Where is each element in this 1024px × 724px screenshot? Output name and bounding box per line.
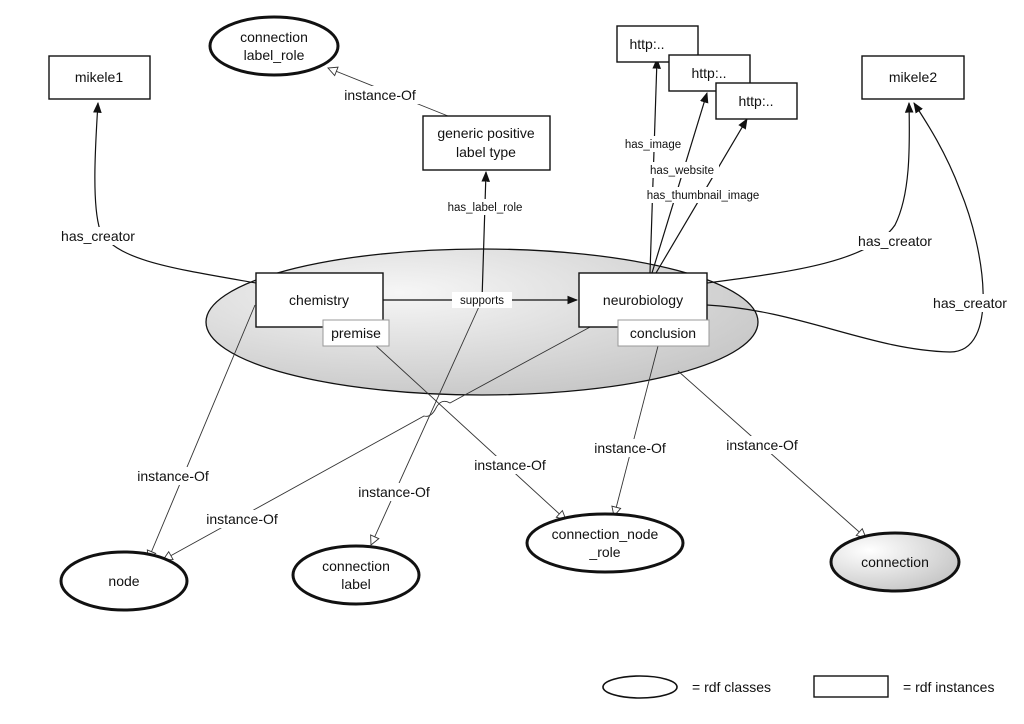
svg-text:connection: connection — [240, 29, 308, 45]
edge-instance-of-connection — [677, 370, 866, 538]
edge-instance-of-premise — [374, 344, 566, 520]
svg-text:conclusion: conclusion — [630, 325, 696, 341]
svg-text:label type: label type — [456, 144, 516, 160]
svg-text:connection: connection — [861, 554, 929, 570]
svg-text:connection_node: connection_node — [552, 526, 659, 542]
svg-text:http:..: http:.. — [691, 65, 726, 81]
svg-text:label: label — [341, 576, 371, 592]
edge-instance-of-conclusion — [614, 345, 659, 516]
label-supports: supports — [452, 292, 512, 308]
class-connection-node-role: connection_node _role — [525, 512, 685, 574]
node-http-1: http:.. — [616, 25, 699, 63]
node-chemistry: chemistry — [255, 272, 384, 328]
label-has-label-role: has_label_role — [441, 199, 529, 215]
label-has-creator-left: has_creator — [56, 227, 141, 245]
svg-text:mikele2: mikele2 — [889, 69, 937, 85]
svg-text:has_creator: has_creator — [933, 295, 1007, 311]
node-http-3: http:.. — [715, 82, 798, 120]
label-instance-of-conn-label: instance-Of — [354, 483, 434, 501]
edge-has-creator-right1 — [706, 101, 914, 284]
edge-instance-of-conn-label — [371, 299, 483, 545]
svg-text:instance-Of: instance-Of — [726, 437, 798, 453]
svg-text:http:..: http:.. — [738, 93, 773, 109]
label-instance-of-generic: instance-Of — [340, 86, 420, 104]
legend: = rdf classes = rdf instances — [602, 675, 994, 699]
svg-text:instance-Of: instance-Of — [344, 87, 416, 103]
svg-text:instance-Of: instance-Of — [594, 440, 666, 456]
class-connection-label: connection label — [291, 544, 421, 606]
label-has-creator-right2: has_creator — [928, 294, 1013, 312]
node-mikele1: mikele1 — [48, 55, 151, 100]
label-instance-of-node-chem: instance-Of — [133, 467, 213, 485]
edge-instance-of-node-chem — [148, 304, 256, 560]
class-connection-label-role: connection label_role — [208, 15, 340, 77]
node-mikele2: mikele2 — [861, 55, 965, 100]
svg-text:instance-Of: instance-Of — [137, 468, 209, 484]
svg-text:neurobiology: neurobiology — [603, 292, 683, 308]
label-instance-of-connection: instance-Of — [722, 436, 802, 454]
legend-instances: = rdf instances — [813, 675, 994, 698]
class-connection: connection — [829, 531, 961, 593]
legend-classes: = rdf classes — [602, 675, 771, 699]
label-has-image: has_image — [620, 136, 686, 152]
svg-text:has_thumbnail_image: has_thumbnail_image — [647, 190, 760, 202]
svg-text:instance-Of: instance-Of — [206, 511, 278, 527]
edge-has-website — [651, 91, 709, 274]
svg-text:has_image: has_image — [625, 139, 681, 151]
svg-text:premise: premise — [331, 325, 381, 341]
node-conclusion: conclusion — [617, 319, 710, 347]
label-instance-of-premise: instance-Of — [470, 456, 550, 474]
svg-text:generic positive: generic positive — [437, 125, 534, 141]
node-generic-positive-label-type: generic positive label type — [422, 115, 551, 171]
label-instance-of-conclusion: instance-Of — [590, 439, 670, 457]
svg-text:instance-Of: instance-Of — [358, 484, 430, 500]
svg-text:instance-Of: instance-Of — [474, 457, 546, 473]
svg-text:has_website: has_website — [650, 165, 714, 177]
svg-text:has_creator: has_creator — [61, 228, 135, 244]
label-has-website: has_website — [645, 162, 719, 178]
label-instance-of-node-neuro: instance-Of — [202, 510, 282, 528]
class-node: node — [59, 550, 189, 612]
svg-text:http:..: http:.. — [629, 36, 664, 52]
svg-text:has_label_role: has_label_role — [448, 202, 523, 214]
svg-text:mikele1: mikele1 — [75, 69, 123, 85]
svg-text:node: node — [108, 573, 139, 589]
svg-text:has_creator: has_creator — [858, 233, 932, 249]
label-has-creator-right1: has_creator — [853, 232, 938, 250]
edge-has-label-role — [481, 170, 491, 301]
svg-text:supports: supports — [460, 295, 504, 307]
svg-text:= rdf classes: = rdf classes — [692, 679, 771, 695]
svg-text:_role: _role — [588, 544, 620, 560]
svg-text:chemistry: chemistry — [289, 292, 349, 308]
svg-text:= rdf instances: = rdf instances — [903, 679, 994, 695]
edge-instance-of-node-neuro — [163, 325, 593, 560]
svg-text:label_role: label_role — [244, 47, 305, 63]
node-premise: premise — [322, 319, 390, 347]
svg-text:connection: connection — [322, 558, 390, 574]
label-has-thumbnail-image: has_thumbnail_image — [640, 187, 766, 203]
node-neurobiology: neurobiology — [578, 272, 708, 328]
edge-has-creator-right2 — [706, 102, 984, 353]
edge-has-creator-left — [93, 101, 257, 284]
